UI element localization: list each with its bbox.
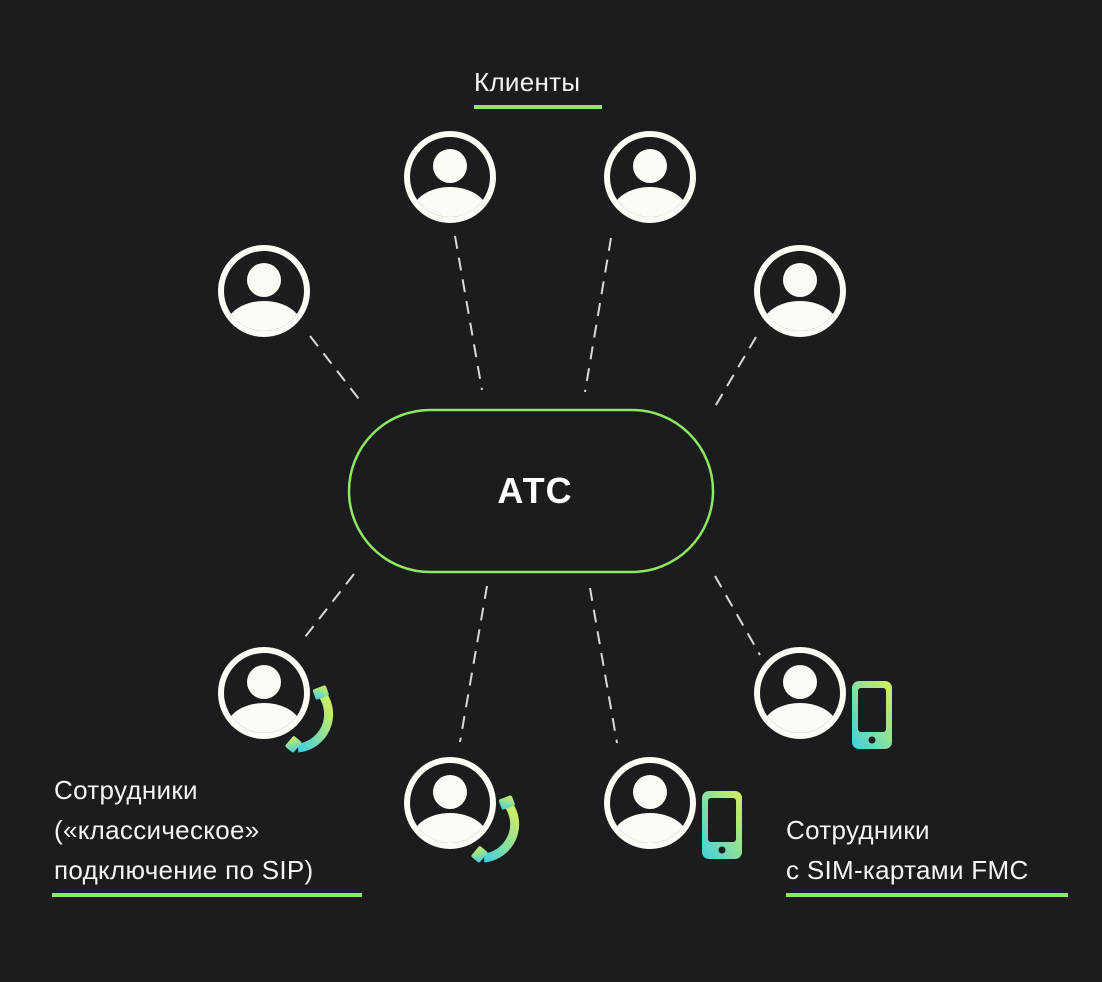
connector-sip-employee-1 <box>301 573 355 642</box>
sip-employees-group-label: Сотрудники («классическое» подключение п… <box>54 775 314 885</box>
mobile-phone-icon <box>702 791 742 859</box>
fmc-employee-avatar <box>607 760 693 865</box>
connector-sip-employee-2 <box>459 585 488 743</box>
atc-hub: АТС <box>347 408 715 574</box>
client-avatar <box>607 134 693 239</box>
desk-phone-icon <box>285 685 334 753</box>
client-avatar <box>221 248 307 353</box>
connector-fmc-employee-2 <box>714 575 761 656</box>
fmc-label-underline <box>786 893 1068 897</box>
sip-label-underline <box>52 893 362 897</box>
connectors <box>301 235 761 744</box>
connector-client-3 <box>584 237 612 393</box>
client-avatar <box>407 134 493 239</box>
clients-group-label: Клиенты <box>474 67 581 97</box>
connector-client-1 <box>309 335 363 404</box>
connector-client-2 <box>454 235 483 391</box>
connector-client-4 <box>712 336 757 411</box>
fmc-employees-group-label: Сотрудники с SIM-картами FMC <box>786 815 1029 885</box>
clients-label-underline <box>474 105 602 109</box>
mobile-phone-icon <box>852 681 892 749</box>
fmc-employee-avatar <box>757 650 843 755</box>
desk-phone-icon <box>471 795 520 863</box>
atc-hub-label: АТС <box>497 470 572 511</box>
client-avatar <box>757 248 843 353</box>
connector-fmc-employee-1 <box>589 587 618 744</box>
